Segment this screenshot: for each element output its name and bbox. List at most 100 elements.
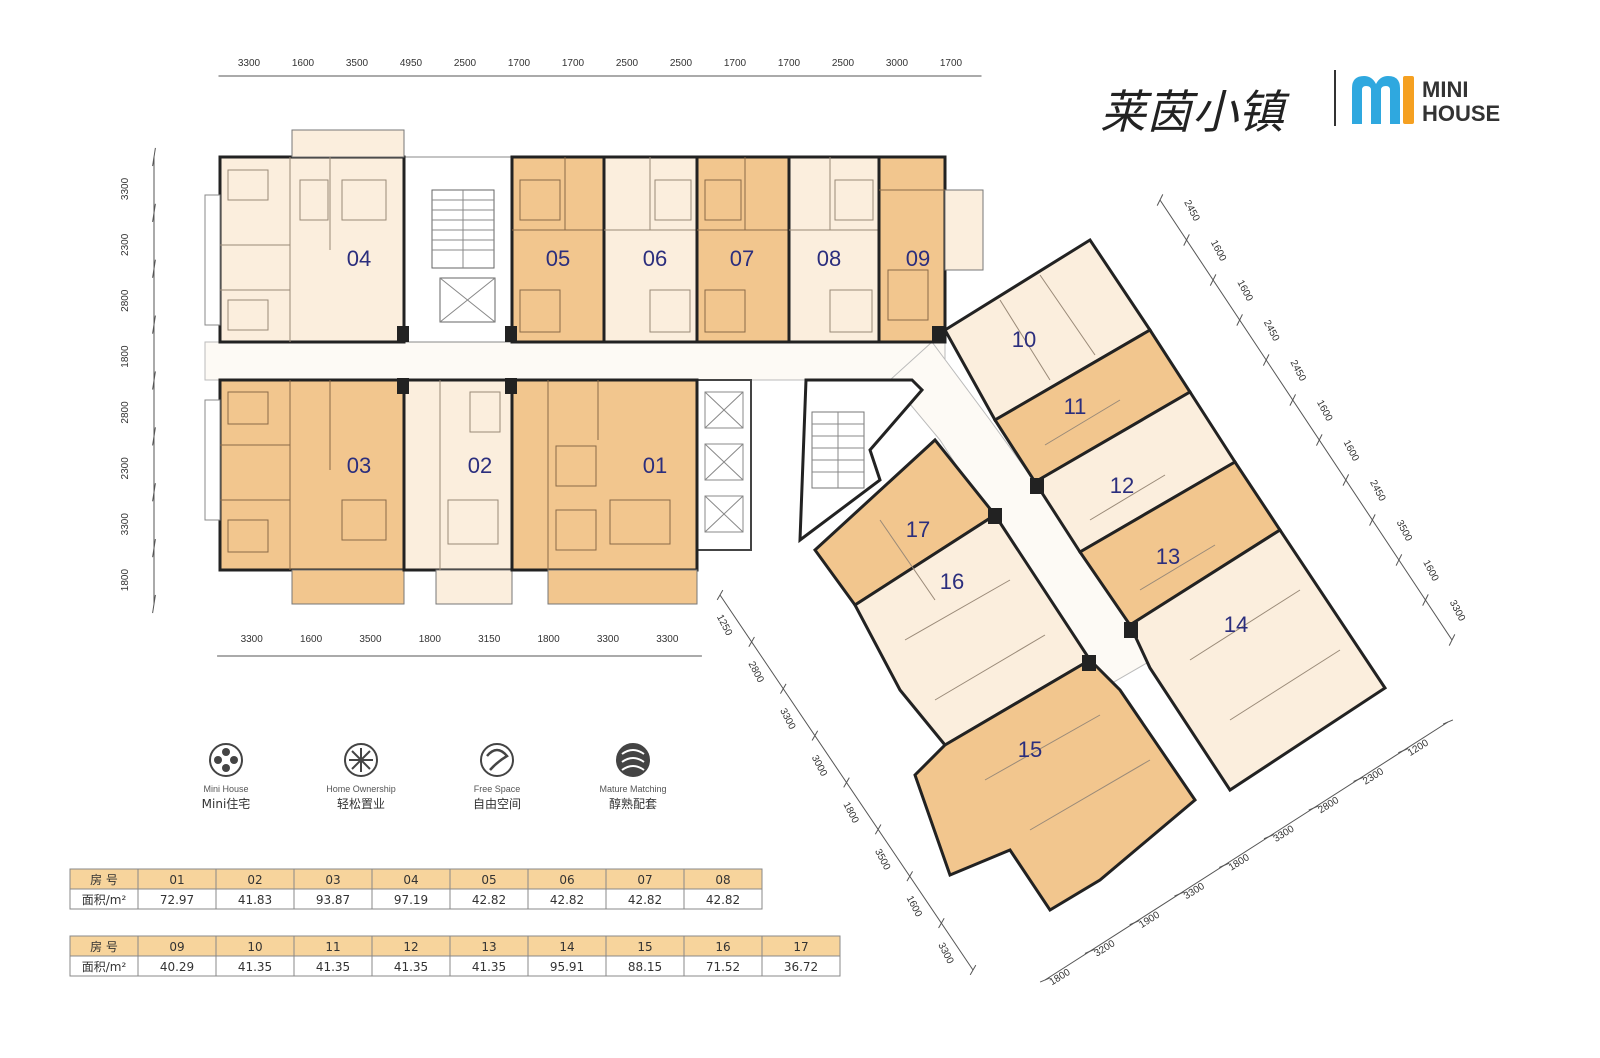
unit-label-16: 16	[940, 569, 964, 594]
free-space-icon	[480, 743, 514, 777]
table-area-value: 42.82	[628, 893, 662, 907]
feature-cn-3: 自由空间	[473, 797, 521, 811]
dimension-right-diagonal-tick	[1342, 474, 1350, 486]
dimension-top-label: 1700	[724, 58, 747, 69]
dimension-top-label: 2500	[454, 58, 477, 69]
elevator-core-middle	[696, 378, 925, 551]
unit-label-13: 13	[1156, 544, 1180, 569]
dimension-right-diagonal-label: 2450	[1288, 358, 1308, 383]
dimension-top-label: 1700	[778, 58, 801, 69]
dimension-top-label: 3500	[346, 58, 369, 69]
unit-02-area	[402, 378, 514, 605]
area-table-2: 房 号面积/m²0940.291041.351141.351241.351341…	[69, 935, 841, 977]
dimension-left-tick	[152, 483, 156, 502]
dimension-top-label: 1700	[508, 58, 531, 69]
dimension-right-diagonal-tick	[1262, 354, 1270, 366]
dimension-lower-right-diagonal-label: 1800	[1227, 852, 1252, 873]
dimension-right-diagonal-label: 1600	[1341, 438, 1361, 463]
unit-07-area	[695, 155, 791, 344]
dimension-lower-right-diagonal-tick	[1442, 719, 1454, 725]
dimension-lower-right-diagonal-tick	[1084, 948, 1095, 954]
dimension-right-diagonal-tick	[1369, 514, 1376, 526]
dimension-lower-left-diagonal-tick	[906, 871, 913, 882]
dimension-left-tick	[152, 147, 156, 167]
dimension-top-label: 3300	[238, 58, 261, 69]
table-room-number: 16	[715, 940, 730, 954]
unit-15-area	[913, 658, 1198, 913]
table-header-label: 房 号	[90, 939, 118, 954]
feature-cn-2: 轻松置业	[337, 797, 385, 811]
unit-06-area	[602, 155, 699, 344]
dimension-lower-left-diagonal-tick	[780, 683, 787, 694]
dimension-top-label: 1700	[940, 58, 963, 69]
dimension-left-label: 1800	[120, 345, 131, 368]
table-area-value: 93.87	[316, 893, 350, 907]
table-area-value: 41.35	[394, 960, 428, 974]
dimension-left-tick	[152, 538, 156, 558]
unit-label-11: 11	[1064, 394, 1087, 419]
dimension-lower-left-diagonal-label: 1600	[904, 894, 924, 919]
dimension-left-tick	[152, 203, 156, 223]
table-room-number: 06	[559, 873, 574, 887]
dimension-lower-right-diagonal-label: 2300	[1361, 766, 1386, 787]
table-area-value: 42.82	[472, 893, 506, 907]
dimension-lower-right-diagonal-label: 3300	[1272, 823, 1297, 844]
table-room-number: 14	[559, 940, 574, 954]
dimension-right-diagonal-tick	[1448, 634, 1456, 646]
dimension-right-diagonal-tick	[1236, 314, 1243, 326]
unit-label-17: 17	[906, 517, 930, 542]
home-ownership-icon	[344, 743, 378, 777]
dimension-bottom-label: 3300	[241, 634, 264, 645]
dimension-left-tick	[152, 371, 156, 390]
table-area-value: 42.82	[706, 893, 740, 907]
unit-label-14: 14	[1224, 612, 1248, 637]
dimension-bottom-label: 3150	[478, 634, 501, 645]
unit-01-area	[510, 378, 699, 605]
table-area-value: 97.19	[394, 893, 428, 907]
mini-house-icon	[209, 743, 243, 777]
dimension-top-label: 2500	[832, 58, 855, 69]
dimension-right-diagonal-tick	[1316, 434, 1323, 446]
brand-header: 莱茵小镇 MINI HOUSE	[1100, 70, 1500, 138]
table-room-number: 01	[169, 873, 184, 887]
dimension-left-tick	[152, 315, 156, 334]
dimension-bottom-label: 1800	[537, 634, 560, 645]
structural-columns	[397, 326, 1138, 671]
dimension-right-diagonal-label: 3300	[1447, 598, 1467, 623]
dimension-lower-right-diagonal-tick	[1308, 805, 1319, 811]
unit-label-02: 02	[468, 453, 492, 478]
dimension-top-label: 2500	[616, 58, 639, 69]
unit-09-area	[877, 155, 984, 344]
dimension-left-label: 2300	[120, 457, 131, 480]
unit-label-04: 04	[347, 246, 371, 271]
dimension-left-label: 2300	[120, 233, 131, 256]
table-row-label: 面积/m²	[82, 960, 127, 974]
table-header-label: 房 号	[90, 872, 118, 887]
dimension-right-diagonal-tick	[1209, 274, 1217, 286]
table-room-number: 03	[325, 873, 340, 887]
dimension-lower-right-diagonal-label: 1200	[1406, 737, 1431, 758]
table-room-number: 10	[247, 940, 262, 954]
table-room-number: 07	[637, 873, 652, 887]
unit-label-07: 07	[730, 246, 754, 271]
dimension-bottom-label: 1600	[300, 634, 323, 645]
features-row: Mini House Mini住宅 Home Ownership 轻松置业 Fr…	[202, 743, 667, 811]
table-room-number: 09	[169, 940, 184, 954]
table-area-value: 41.35	[472, 960, 506, 974]
dimension-lower-right-diagonal-label: 3300	[1182, 881, 1207, 902]
table-area-value: 41.83	[238, 893, 272, 907]
unit-label-15: 15	[1018, 737, 1042, 762]
dimension-lower-right-diagonal-tick	[1129, 920, 1140, 926]
logo-line-2: HOUSE	[1422, 101, 1500, 126]
dimension-left-tick	[152, 594, 156, 614]
dimension-left-tick	[152, 427, 156, 446]
table-room-number: 02	[247, 873, 262, 887]
dimension-lower-left-diagonal-label: 1250	[714, 613, 734, 638]
unit-label-12: 12	[1110, 473, 1134, 498]
dimension-top-label: 2500	[670, 58, 693, 69]
table-room-number: 17	[793, 940, 808, 954]
dimension-lower-right-diagonal-label: 1800	[1048, 967, 1073, 988]
dimension-lower-right-diagonal-tick	[1263, 834, 1274, 840]
